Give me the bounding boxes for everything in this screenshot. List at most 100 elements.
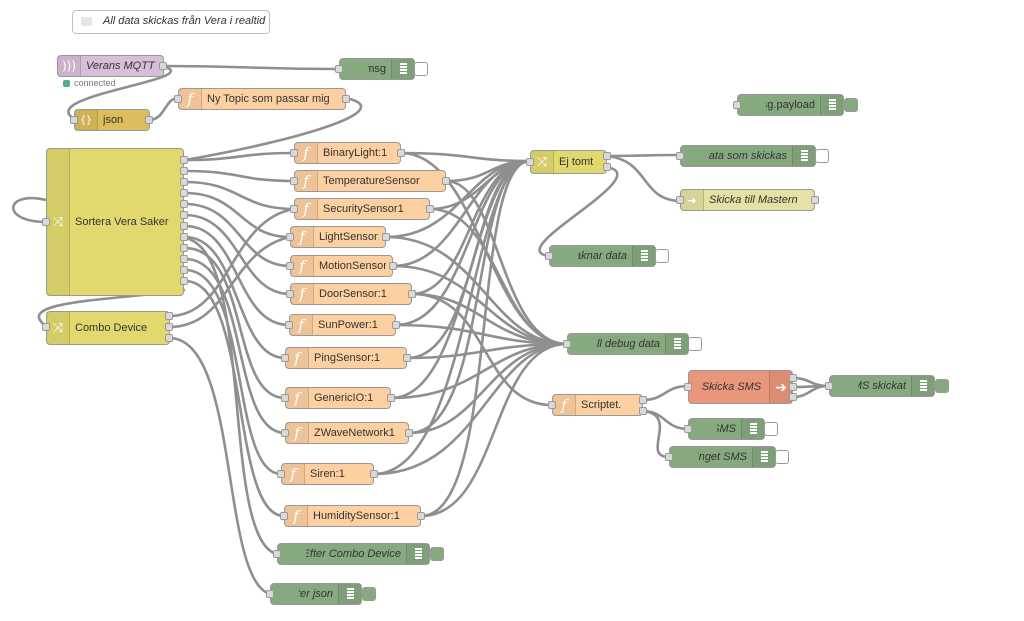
function-node-sun[interactable]: f SunPower:1 [289, 314, 396, 336]
input-port[interactable] [174, 95, 182, 103]
output-port[interactable] [382, 233, 390, 241]
link-node-skicka-mastern[interactable]: ➜ Skicka till Mastern [680, 189, 815, 211]
input-port[interactable] [548, 401, 556, 409]
output-port[interactable] [789, 374, 797, 382]
output-port[interactable] [603, 163, 611, 171]
input-port[interactable] [280, 512, 288, 520]
input-port[interactable] [665, 453, 673, 461]
output-port[interactable] [426, 205, 434, 213]
output-port[interactable] [180, 266, 188, 274]
output-port[interactable] [408, 290, 416, 298]
output-port[interactable] [180, 189, 188, 197]
output-port[interactable] [789, 393, 797, 401]
debug-toggle-button[interactable] [935, 379, 949, 393]
input-port[interactable] [286, 262, 294, 270]
input-port[interactable] [281, 429, 289, 437]
output-port[interactable] [603, 152, 611, 160]
debug-toggle-button[interactable] [414, 62, 428, 76]
input-port[interactable] [273, 550, 281, 558]
output-port[interactable] [639, 407, 647, 415]
output-port[interactable] [389, 262, 397, 270]
output-port[interactable] [405, 429, 413, 437]
function-node-new-topic[interactable]: f Ny Topic som passar mig [178, 88, 346, 110]
switch-node-ej-tomt[interactable]: ⤨ Ej tomt [530, 150, 607, 174]
output-port[interactable] [180, 233, 188, 241]
debug-node-msg[interactable]: msg [339, 58, 415, 80]
input-port[interactable] [290, 205, 298, 213]
function-node-door[interactable]: f DoorSensor:1 [290, 283, 412, 305]
function-node-generic[interactable]: f GenericIO:1 [285, 387, 391, 409]
debug-node-sms-skickat[interactable]: SMS skickat [829, 375, 935, 397]
input-port[interactable] [286, 233, 294, 241]
debug-toggle-button[interactable] [655, 249, 669, 263]
output-port[interactable] [180, 156, 188, 164]
debug-toggle-button[interactable] [775, 450, 789, 464]
output-port[interactable] [789, 383, 797, 391]
output-port[interactable] [392, 321, 400, 329]
function-node-light[interactable]: f LightSensor:1 [290, 226, 386, 248]
input-port[interactable] [676, 196, 684, 204]
input-port[interactable] [281, 394, 289, 402]
twilio-node-skicka-sms[interactable]: Skicka SMS ➔ [688, 370, 793, 404]
input-port[interactable] [684, 425, 692, 433]
output-port[interactable] [159, 62, 167, 70]
input-port[interactable] [277, 470, 285, 478]
input-port[interactable] [290, 177, 298, 185]
output-port[interactable] [442, 177, 450, 185]
debug-toggle-button[interactable] [815, 149, 829, 163]
function-node-motion[interactable]: f MotionSensor:1 [290, 255, 393, 277]
input-port[interactable] [70, 116, 78, 124]
debug-node-msg-payload[interactable]: msg.payload [737, 94, 844, 116]
debug-toggle-button[interactable] [844, 98, 858, 112]
debug-node-efter-json[interactable]: Efter json [270, 583, 362, 605]
debug-toggle-button[interactable] [688, 337, 702, 351]
output-port[interactable] [165, 323, 173, 331]
debug-node-inget-sms[interactable]: Inget SMS [669, 446, 776, 468]
function-node-temperature[interactable]: f TemperatureSensor [294, 170, 446, 192]
function-node-scriptet[interactable]: f Scriptet. [552, 394, 643, 416]
debug-toggle-button[interactable] [764, 422, 778, 436]
debug-node-data-som-skickas[interactable]: Data som skickas [680, 145, 816, 167]
input-port[interactable] [526, 158, 534, 166]
output-port[interactable] [397, 149, 405, 157]
function-node-binary[interactable]: f BinaryLight:1 [294, 142, 401, 164]
output-port[interactable] [180, 255, 188, 263]
output-port[interactable] [387, 394, 395, 402]
input-port[interactable] [335, 65, 343, 73]
output-port[interactable] [180, 211, 188, 219]
output-port[interactable] [180, 244, 188, 252]
output-port[interactable] [811, 196, 819, 204]
input-port[interactable] [286, 290, 294, 298]
flow-comment[interactable]: All data skickas från Vera i realtid [72, 10, 270, 34]
output-port[interactable] [180, 277, 188, 285]
switch-node-sortera[interactable]: ⤨ Sortera Vera Saker [46, 148, 184, 296]
debug-node-efter-combo[interactable]: Efter Combo Device [277, 543, 430, 565]
function-node-zwave[interactable]: f ZWaveNetwork1 [285, 422, 409, 444]
function-node-security[interactable]: f SecuritySensor1 [294, 198, 430, 220]
function-node-humidity[interactable]: f HumiditySensor:1 [284, 505, 421, 527]
output-port[interactable] [145, 116, 153, 124]
input-port[interactable] [684, 383, 692, 391]
debug-node-all-debug[interactable]: All debug data [567, 333, 689, 355]
input-port[interactable] [563, 340, 571, 348]
input-port[interactable] [676, 152, 684, 160]
mqtt-in-node[interactable]: ))) Verans MQTT [57, 55, 164, 77]
debug-toggle-button[interactable] [430, 547, 444, 561]
debug-toggle-button[interactable] [362, 587, 376, 601]
output-port[interactable] [342, 95, 350, 103]
output-port[interactable] [180, 167, 188, 175]
input-port[interactable] [290, 149, 298, 157]
switch-node-combo[interactable]: ⤨ Combo Device [46, 311, 170, 345]
input-port[interactable] [545, 252, 553, 260]
output-port[interactable] [403, 354, 411, 362]
function-node-ping[interactable]: f PingSensor:1 [285, 347, 407, 369]
output-port[interactable] [180, 178, 188, 186]
input-port[interactable] [42, 218, 50, 226]
output-port[interactable] [417, 512, 425, 520]
debug-node-sms[interactable]: SMS [688, 418, 765, 440]
debug-node-saknar-data[interactable]: Saknar data [549, 245, 656, 267]
output-port[interactable] [180, 222, 188, 230]
input-port[interactable] [42, 323, 50, 331]
input-port[interactable] [281, 354, 289, 362]
input-port[interactable] [266, 590, 274, 598]
